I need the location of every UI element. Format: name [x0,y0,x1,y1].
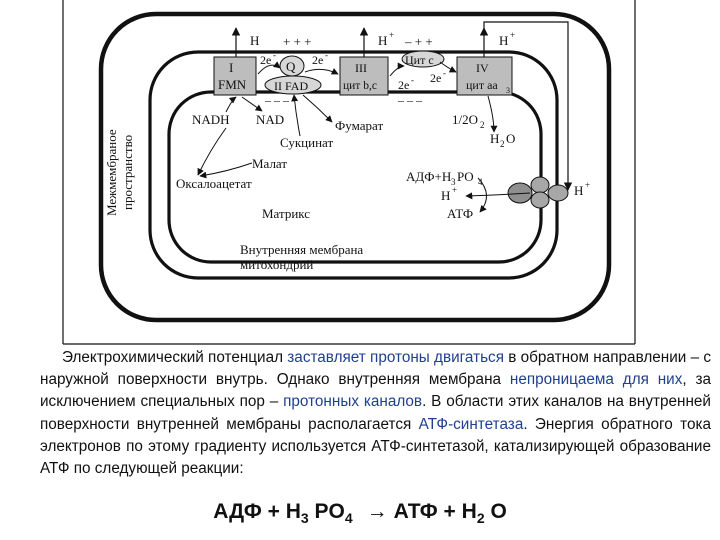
complex-1-sub: FMN [218,77,247,92]
atp-synthase-outer-channel [547,184,569,202]
complex-4-sub: цит aa [466,78,498,92]
space-label-line2: пространство [120,135,135,210]
complex-3-label: III [355,61,367,75]
half-oxygen-sub: 2 [480,120,485,130]
h-top-3-sup: + [510,30,515,40]
equation-sub-3: 3 [300,510,309,527]
electron-label-3-sup: - [411,75,414,85]
cytochrome-c-label: Цит с [405,53,434,67]
water-sub: 2 [500,139,505,149]
adp-reaction-end: PO [457,169,474,184]
h-top-3: H [499,33,508,48]
adp-reaction-sub-4: 4 [478,177,483,187]
complex-4-sub-index: 3 [506,86,510,95]
equation-o: O [484,500,507,523]
space-label-line1: Межмембраное [104,129,119,216]
h-plus-outer-sup: + [585,180,590,190]
atp-label: АТФ [447,206,473,221]
oxaloacetate-label: Оксалоацетат [176,176,252,191]
atp-synthase-bottom [530,191,550,209]
complex4-to-water-arrow [487,95,498,133]
electron-label-1-sup: - [273,50,276,60]
complex-3-sub: цит b,c [343,80,377,92]
malate-label: Малат [252,156,287,171]
water-o: O [506,131,515,146]
text-part-5: . Энергия обратного тока электронов по э… [40,415,711,478]
electron-label-2-sup: - [325,50,328,60]
text-highlight-proton-channels: протонных каналов [283,393,423,411]
complex2-to-fumarate-arrow [302,94,333,123]
complex1-to-nad-arrow [241,96,263,112]
equation-po: PO [308,500,345,523]
complex-1-box [213,56,257,96]
complex-2-label: II FAD [274,79,308,93]
equation-sub-2: 2 [476,510,485,527]
adp-reaction-label: АДФ+H [406,169,451,184]
text-part-1: Электрохимический потенциал [62,349,288,366]
text-part-4: . В области этих каналов на внутренней п… [40,393,711,433]
complex-4-box [456,56,513,96]
coenzyme-q-label: Q [286,59,296,74]
cytochrome-c [401,50,445,68]
intermembrane-space-label: Межмембраное пространство [104,129,135,216]
explanation-paragraph: Электрохимический потенциал заставляет п… [40,347,711,480]
reaction-equation: АДФ + H3 PO4 →АТФ + H2 O [0,500,720,526]
h-plus-inner: H [441,188,450,203]
h-plus-inner-sup: + [452,185,457,195]
succinate-label: Сукцинат [280,135,333,150]
equation-arrow: → [366,500,388,523]
complex-3-box [339,56,389,96]
electron-label-1: 2e [260,53,271,67]
matrix-label: Матрикс [262,206,310,221]
succinate-to-complex2-arrow [291,94,301,137]
text-highlight-atp-synthase: АТФ-синтетаза [418,415,524,433]
equation-right: АТФ + H [393,500,477,523]
text-part-3: , за исключением специальных пор – [40,371,712,411]
nad-label: NAD [256,112,284,127]
water-h: H [490,131,499,146]
electron-arrow-2 [304,68,339,75]
h-top-1: H [250,33,259,48]
electron-label-4: 2e [430,71,441,85]
complex-1-label: I [229,60,233,75]
equation-sub-4: 4 [344,510,353,527]
text-highlight-protons-move: заставляет протоны двигаться [287,349,504,366]
atp-synthase-top [530,176,550,194]
atp-synthase-head [507,182,533,204]
mitochondria-diagram: Межмембраное пространство I FMN Q II FAD… [62,0,636,345]
complex-4-label: IV [476,61,489,75]
text-part-2: в обратном направлении – с наружной пове… [40,349,711,389]
electron-arrow-4 [439,61,457,73]
electron-arrow-1 [257,61,281,75]
outer-membrane [98,11,612,323]
proton-inflow-arrow [465,192,531,200]
complex-2 [264,75,322,95]
minus-charges-1: – – – [264,93,290,107]
text-highlight-impermeable: непроницаема для них [509,371,683,389]
h-top-2-sup: + [389,30,394,40]
minus-charges-2: – – – [397,93,423,107]
plus-top-2: – + + [404,34,433,49]
half-oxygen-label: 1/2O [452,112,478,127]
nadh-to-complex1-arrow [225,96,237,113]
h-top-2: H [378,33,387,48]
malate-to-oxaloacetate-arrow [199,162,253,179]
electron-arrow-3 [389,62,405,77]
electron-label-2: 2e [312,53,323,67]
inner-membrane-label-line2: митохондрий [240,257,313,272]
nadh-label: NADH [192,112,230,127]
electron-label-3: 2e [398,78,409,92]
inner-membrane-label-line1: Внутренняя мембрана [240,242,363,257]
proton-return-line [483,21,573,191]
nadh-regeneration-arrow [197,127,227,176]
plus-top-1: + + + [283,34,312,49]
fumarate-label: Фумарат [335,118,383,133]
inner-membrane-outer-line [148,50,559,280]
adp-reaction-sub-3: 3 [451,177,456,187]
electron-label-4-sup: - [443,68,446,78]
h-plus-outer: H [574,183,583,198]
equation-left: АДФ + H [213,500,301,523]
